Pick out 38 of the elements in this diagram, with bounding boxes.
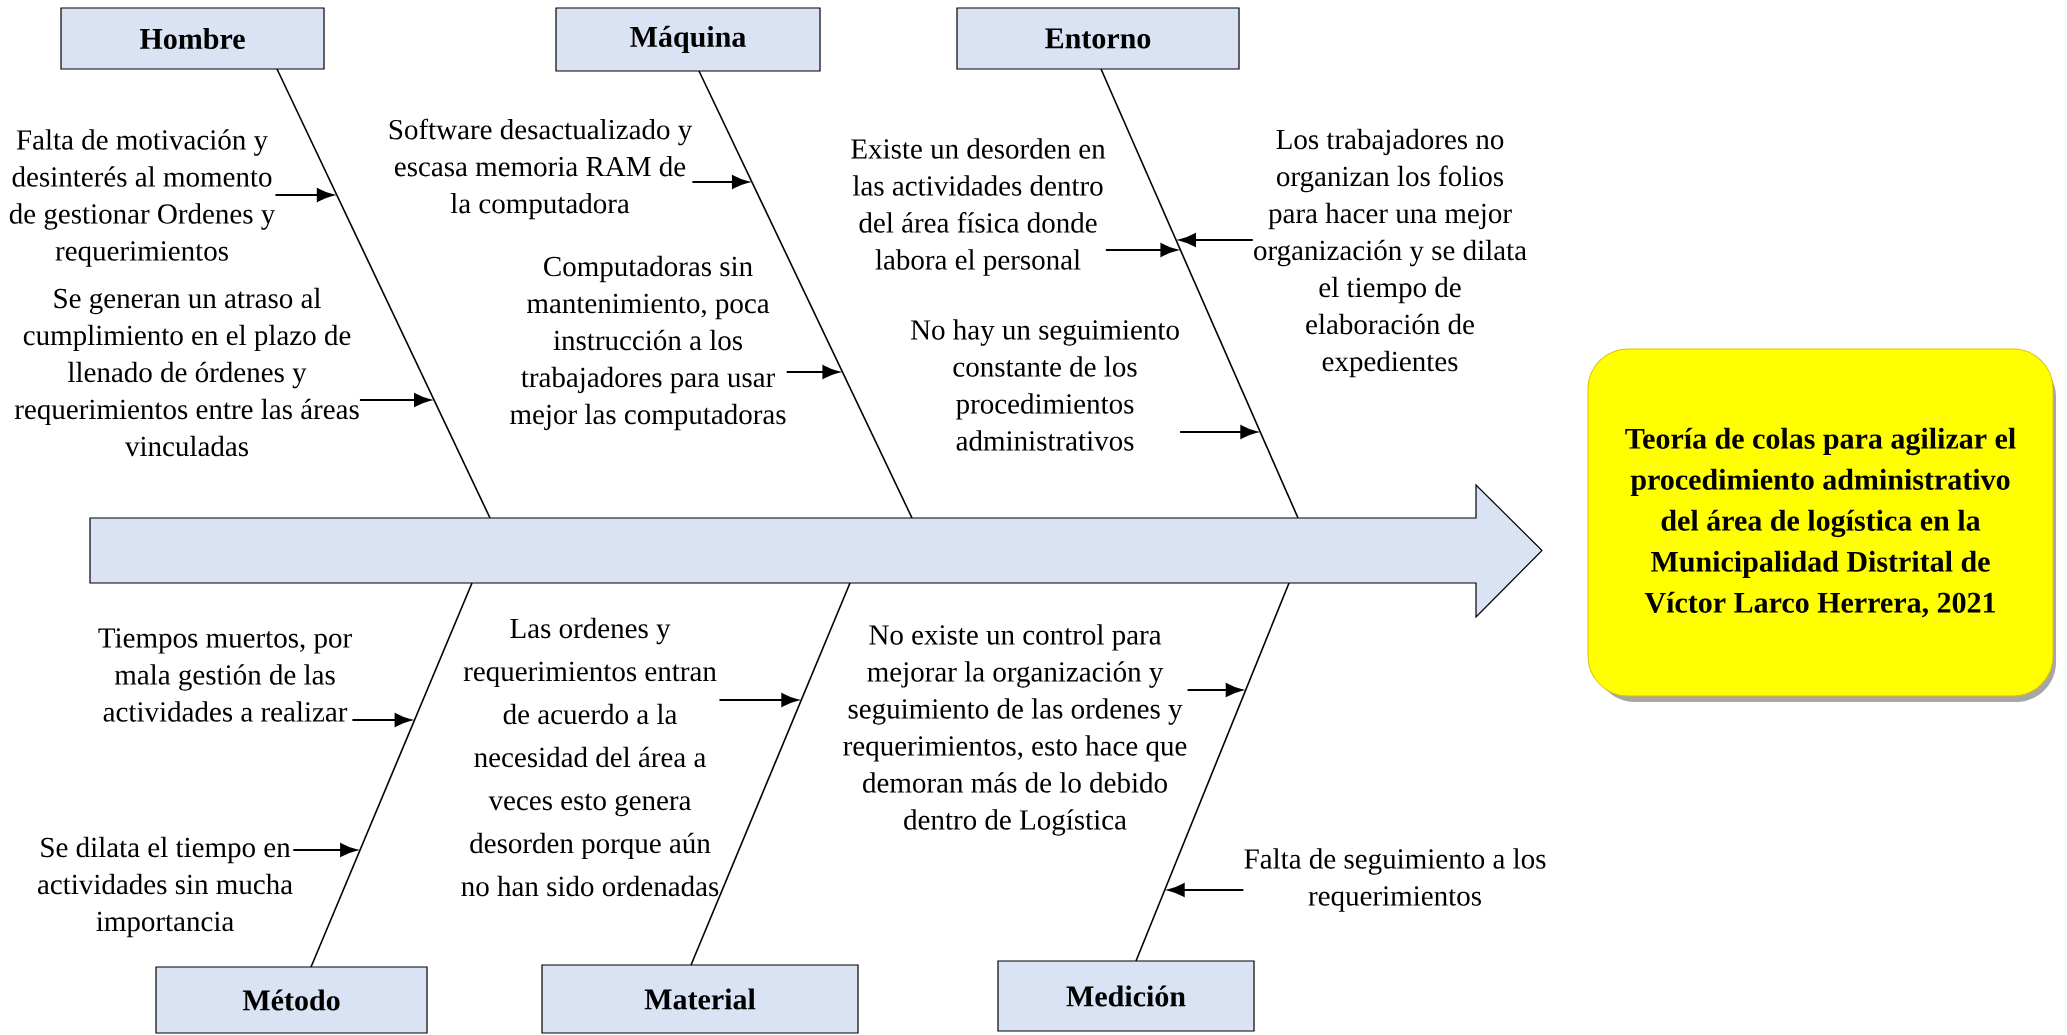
bone-line: [1135, 582, 1290, 962]
arrow: [1105, 243, 1177, 257]
effect-box: Teoría de colas para agilizar el procedimiento administrativo del área de logística en la Municipalidad Distrital de Víctor Larco Herrera, 2021: [1587, 348, 2056, 702]
cause-text: Computadoras sin mantenimiento, poca instrucción a los trabajadores para usar mejor las computadoras: [510, 255, 786, 431]
category-box: Máquina: [555, 7, 821, 72]
cause-text: Se dilata el tiempo en actividades sin mucha importancia: [38, 836, 293, 938]
spine-arrow: [89, 483, 1543, 619]
arrow: [1187, 683, 1243, 697]
bone-line: [698, 70, 913, 519]
arrow: [786, 365, 839, 379]
arrow: [1168, 883, 1244, 897]
category-box: Material: [541, 964, 859, 1034]
cause-text: Existe un desorden en las actividades dentro del área física donde labora el personal: [851, 138, 1106, 276]
bone-line: [310, 582, 473, 968]
cause-text: Tiempos muertos, por mala gestión de las actividades a realizar: [98, 628, 352, 722]
category-box: Método: [155, 966, 428, 1034]
arrow: [352, 713, 412, 727]
category-box: Hombre: [60, 7, 325, 70]
cause-text: Los trabajadores no organizan los folios para hacer una mejor organización y se dilata el tiempo de elaboración de expedientes: [1254, 128, 1527, 378]
arrow: [719, 693, 798, 707]
bone-line: [690, 582, 851, 966]
bone-line: [276, 68, 491, 519]
cause-text: Las ordenes y requerimientos entran de acuerdo a la necesidad del área a veces esto genera desorden porque aún no han sido ordenadas: [461, 617, 719, 897]
arrow: [1179, 233, 1253, 247]
cause-text: Software desactualizado y escasa memoria RAM de la computadora: [389, 118, 693, 220]
cause-text: Se generan un atraso al cumplimiento en el plazo de llenado de órdenes y requerimientos entre las áreas vinculadas: [14, 287, 359, 457]
arrow: [293, 843, 357, 857]
bone-line: [1100, 68, 1299, 519]
cause-text: Falta de seguimiento a los requerimientos: [1244, 848, 1546, 912]
arrow: [692, 175, 749, 189]
category-box: Entorno: [956, 7, 1240, 70]
cause-text: No hay un seguimiento constante de los procedimientos administrativos: [910, 319, 1179, 451]
cause-text: No existe un control para mejorar la organización y seguimiento de las ordenes y requerimientos, esto hace que demoran más de lo debido dentro de Logística: [843, 624, 1187, 836]
cause-text: Falta de motivación y desinterés al momento de gestionar Ordenes y requerimientos: [9, 129, 276, 267]
arrow: [275, 188, 334, 202]
arrow: [1180, 425, 1257, 439]
arrow: [359, 393, 431, 407]
category-box: Medición: [997, 960, 1255, 1032]
